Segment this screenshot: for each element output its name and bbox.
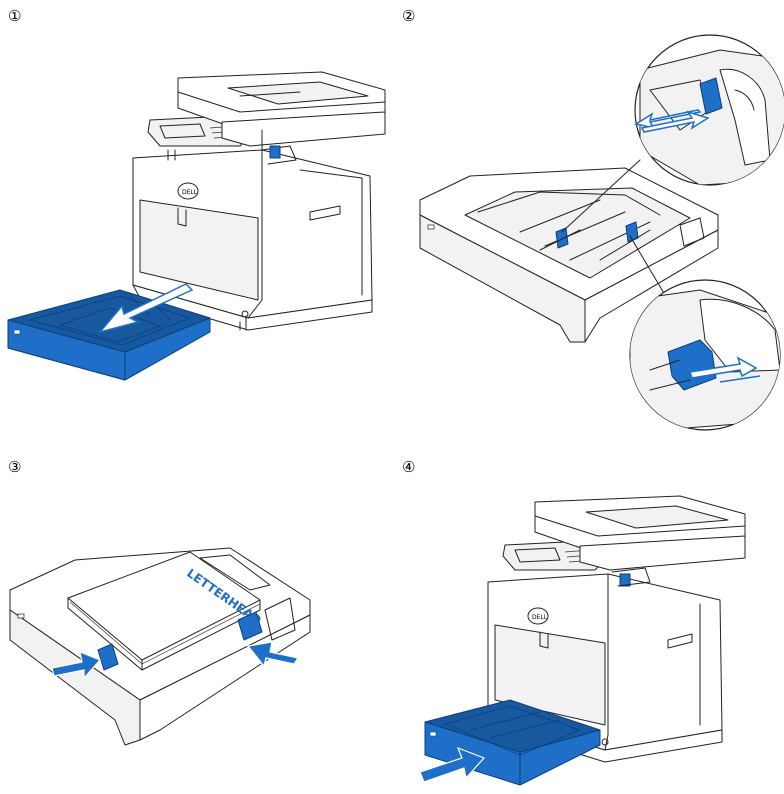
svg-text:DELL: DELL bbox=[182, 189, 198, 196]
zoom-callout-bottom bbox=[630, 280, 784, 430]
svg-text:DELL: DELL bbox=[532, 614, 548, 621]
zoom-callout-top bbox=[635, 35, 784, 185]
